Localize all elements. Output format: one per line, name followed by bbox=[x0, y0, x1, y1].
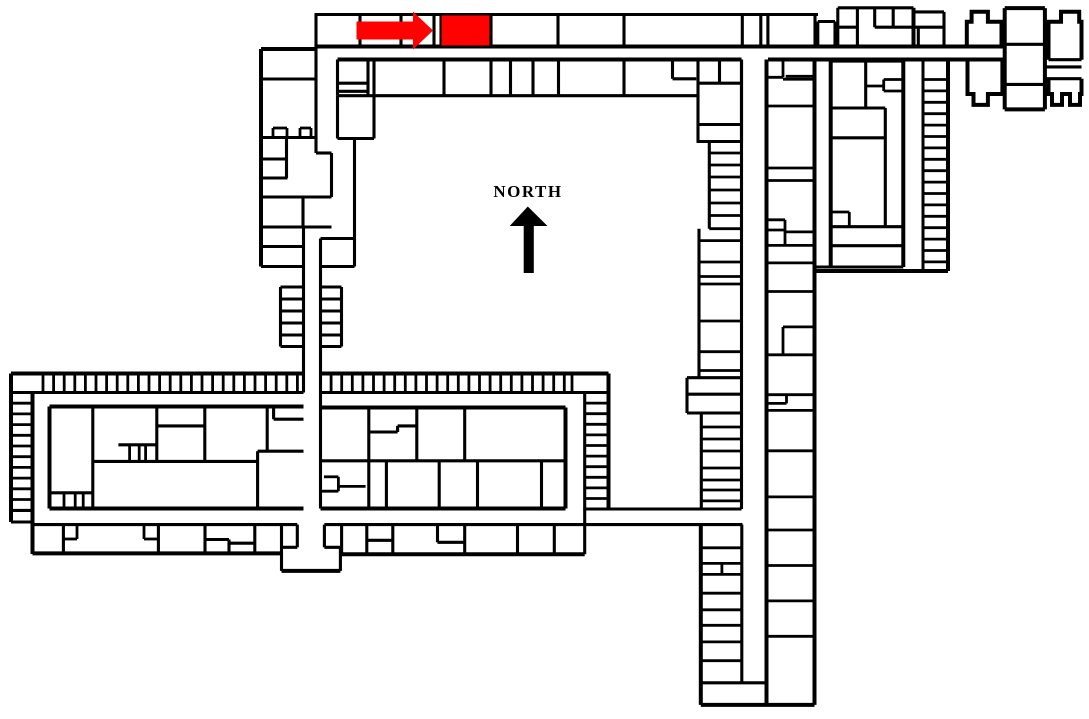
svg-text:NORTH: NORTH bbox=[493, 182, 562, 201]
